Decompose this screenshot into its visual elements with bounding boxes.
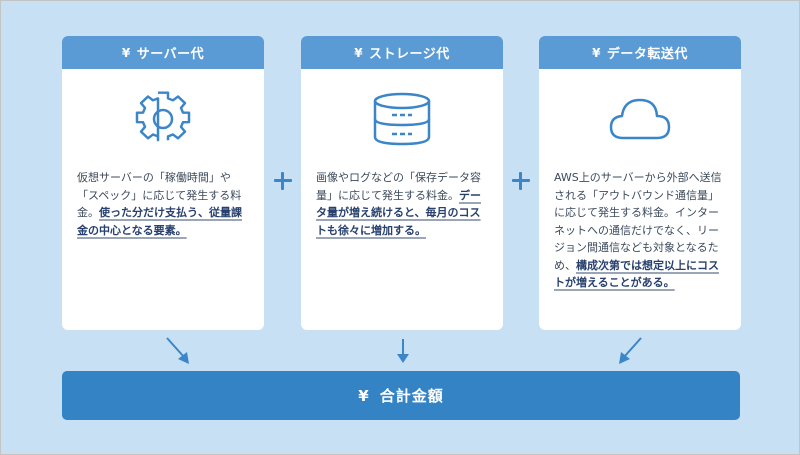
yen-icon: ¥: [354, 45, 364, 60]
yen-icon: ¥: [121, 45, 131, 60]
emphasis-text: 使った分だけ支払う、従量課金の中心となる要素。: [77, 206, 242, 237]
cloud-icon: [539, 69, 741, 169]
card-header: ¥ データ転送代: [539, 36, 741, 69]
card-description: AWS上のサーバーから外部へ送信される「アウトバウンド通信量」に応じて発生する料…: [539, 169, 741, 292]
gear-icon: [62, 69, 264, 169]
yen-icon: ¥: [592, 45, 601, 60]
arrow-down-right-icon: [166, 337, 189, 364]
yen-icon: ¥: [358, 386, 370, 405]
emphasis-text: 構成次第では想定以上にコストが増えることがある。: [554, 258, 719, 290]
plus-icon: [273, 171, 293, 191]
card-description: 仮想サーバーの「稼働時間」や「スペック」に応じて発生する料金。使った分だけ支払う…: [62, 169, 264, 239]
total-amount-bar: ¥ 合計金額: [62, 371, 740, 420]
card-description: 画像やログなどの「保存データ容量」に応じて発生する料金。データ量が増え続けると、…: [301, 169, 503, 239]
card-header: ¥ サーバー代: [62, 36, 264, 69]
plus-icon: [511, 171, 531, 191]
description-text: 仮想サーバーの「稼働時間」や「スペック」に応じて発生する料金。: [77, 171, 242, 219]
arrow-down-icon: [397, 339, 409, 363]
card-title: ストレージ代: [369, 47, 450, 62]
arrow-down-left-icon: [619, 337, 642, 364]
description-text: 画像やログなどの「保存データ容量」に応じて発生する料金。: [316, 171, 481, 202]
card-server-cost: ¥ サーバー代 仮想サーバーの「稼働時間」や「スペック」に応じて発生する料金。使…: [62, 36, 264, 330]
card-storage-cost: ¥ ストレージ代 画像やログなどの「保存データ容量」に応じて発生する料金。データ…: [301, 36, 503, 330]
card-title: サーバー代: [136, 47, 205, 62]
total-label: 合計金額: [379, 387, 444, 405]
card-title: データ転送代: [606, 47, 688, 62]
description-text: AWS上のサーバーから外部へ送信される「アウトバウンド通信量」に応じて発生する料…: [554, 171, 722, 272]
card-data-transfer-cost: ¥ データ転送代 AWS上のサーバーから外部へ送信される「アウトバウンド通信量」…: [539, 36, 741, 330]
emphasis-text: データ量が増え続けると、毎月のコストも徐々に増加する。: [316, 188, 481, 237]
database-icon: [301, 69, 503, 169]
card-header: ¥ ストレージ代: [301, 36, 503, 69]
